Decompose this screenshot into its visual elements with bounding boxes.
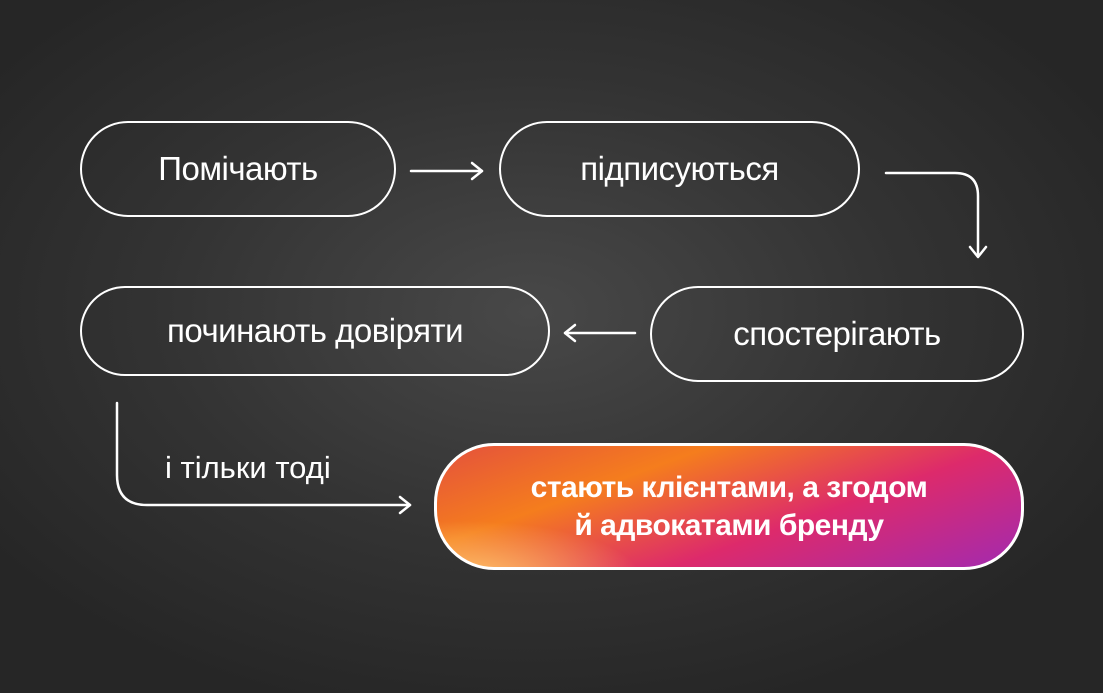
step-subscribe: підписуються: [499, 121, 860, 217]
final-line-2: й адвокатами бренду: [574, 508, 884, 542]
arrow-right-1: [409, 161, 484, 181]
final-line-1: стають клієнтами, а згодом: [530, 470, 928, 504]
step-notice: Помічають: [80, 121, 396, 217]
step-label: Помічають: [158, 150, 318, 187]
final-step: стають клієнтами, а згодом й адвокатами …: [434, 443, 1024, 570]
connector-label: і тільки тоді: [165, 450, 331, 485]
step-trust: починають довіряти: [80, 286, 550, 376]
arrow-down-right-curve: [115, 401, 412, 515]
step-label: спостерігають: [733, 315, 941, 352]
arrow-left: [563, 323, 637, 343]
arrow-down-curve: [884, 171, 988, 259]
step-observe: спостерігають: [650, 286, 1024, 382]
step-label: підписуються: [580, 150, 779, 187]
step-label: починають довіряти: [166, 312, 464, 349]
